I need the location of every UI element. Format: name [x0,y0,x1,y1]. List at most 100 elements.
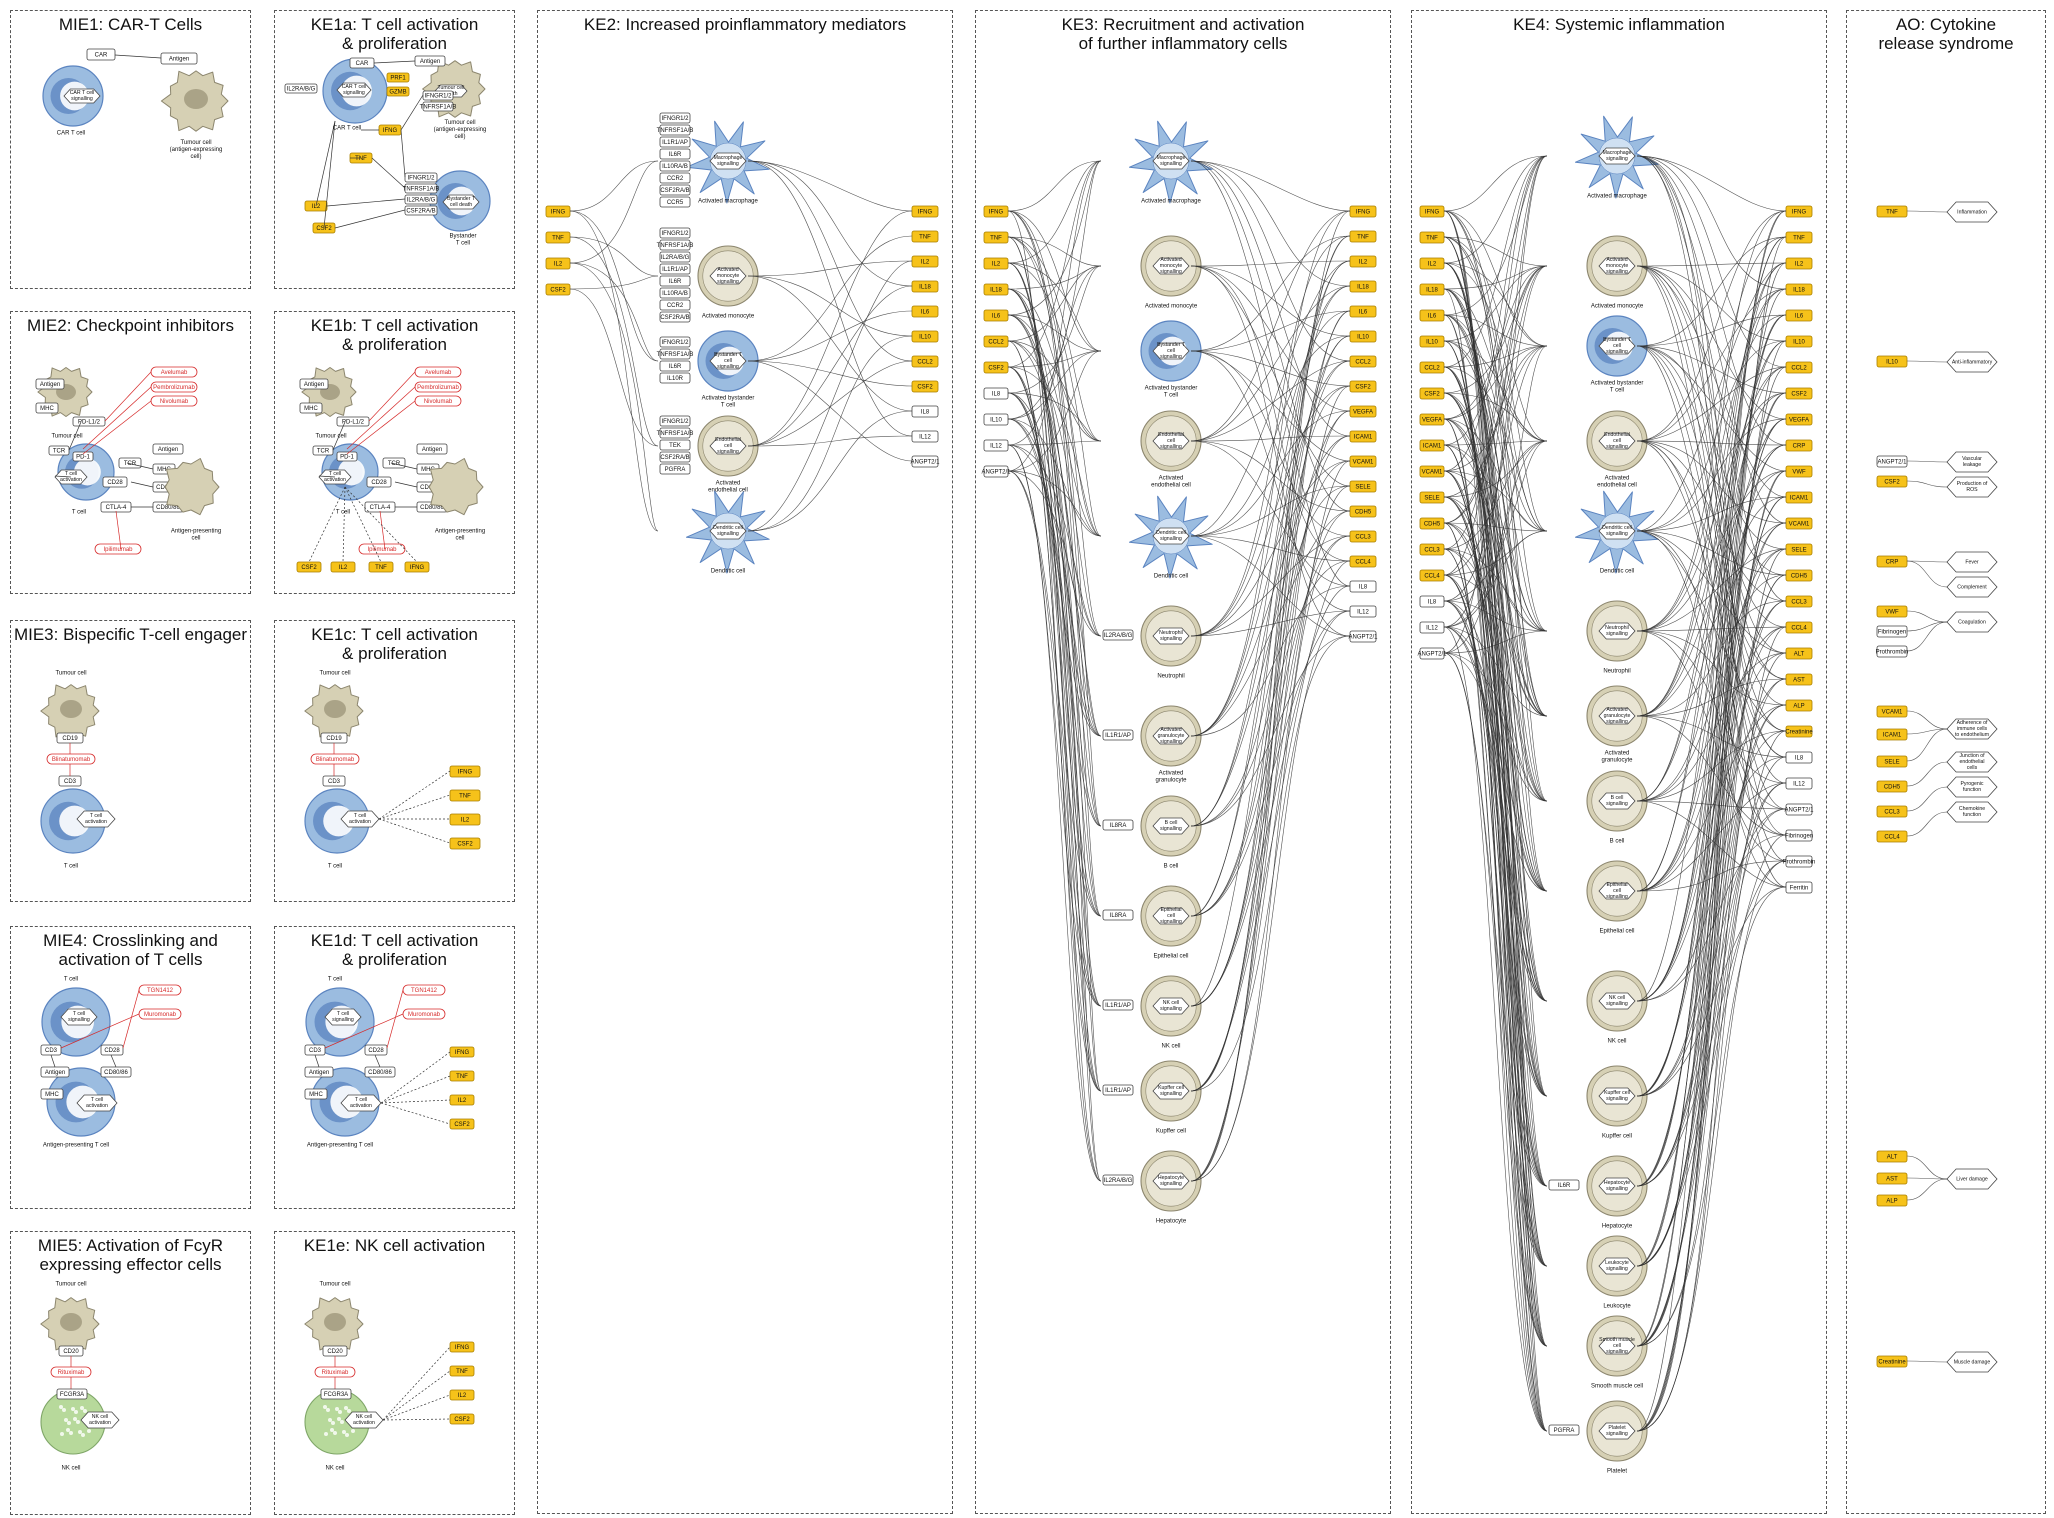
edge-path [747,235,913,362]
receptor-node [659,275,691,287]
mediator-node [983,413,1009,426]
mediator-node [1876,625,1908,638]
edge-path [1636,265,1787,420]
edge-path [1636,314,1787,632]
edge-path [1636,392,1787,892]
mediator-node [911,405,939,418]
cytokine-node-label: VCAM1 [1789,522,1810,528]
edge-path [1443,155,1548,368]
signal-node-label: Coagulation [1958,619,1986,625]
receptor-node [404,205,438,216]
edge-path [1636,210,1787,1002]
edge-path [1636,626,1787,632]
tumour-cell-shape [164,458,220,516]
cytokine-node [1419,439,1445,452]
mediator-node [1785,855,1813,868]
edge-path [1190,485,1351,537]
edge-path [1007,236,1102,637]
cytokine-node [1876,475,1908,488]
edge-path [1906,728,1948,735]
receptor-node-label: PD-1 [340,455,354,461]
receptor-node [299,402,323,414]
receptor-node-label: CSF2RA/B [660,455,689,461]
edge-line [346,386,416,450]
cytokine-node-label: CSF2 [550,288,566,294]
drug-node-label: Muromonab [144,1012,177,1018]
cytokine-node [1349,530,1377,543]
edge-path [1636,345,1787,628]
cytokine-node-label: IL2 [461,818,470,824]
cytokine-node [1419,543,1445,556]
receptor-node [382,457,406,469]
receptor-node [659,287,691,299]
cytokine-node-label: IL2 [458,1098,467,1104]
cytokine-node-label: IL6 [1795,314,1804,320]
receptor-node-label: CD3 [45,1048,58,1054]
edge-path [1443,652,1548,802]
edge-path [1636,808,1787,1097]
signal-node [1946,201,1998,223]
edge-line [400,94,424,131]
receptor-node-label: Antigen [422,447,442,453]
drug-node-label: Avelumab [161,370,188,376]
panel-ke1d: KE1d: T cell activation & proliferation … [274,926,515,1209]
edge-path [1190,265,1351,412]
edge-path [1190,310,1351,352]
panel-title: KE2: Increased proinflammatory mediators [583,15,907,34]
cytokine-node-label: IL2 [458,1393,467,1399]
edge-path [1443,522,1548,1097]
receptor-node-label: MHC [304,406,318,412]
cytokine-node-label: VCAM1 [1882,710,1903,716]
cytokine-node-label: ALP [1793,704,1804,710]
cytokine-node [983,231,1009,244]
receptor-node [284,83,318,94]
edge-path [1636,652,1787,802]
signal-node [1152,257,1190,275]
cytokine-node [330,561,356,573]
mediator-node-label: ANGPT2/1 [1784,808,1814,814]
cytokine-node [1876,830,1908,843]
cytokine-node [449,837,481,850]
edge-path [1007,418,1102,537]
edge-path [1636,730,1787,802]
nk-granule [78,1430,82,1434]
nk-granule [330,1428,334,1432]
edge-path [1190,285,1351,442]
signal-node [324,1008,362,1026]
edge-path [1190,460,1351,1182]
receptor-node-label: IL2RA/B/G [661,255,690,261]
edge-path [1443,265,1548,394]
signal-node [1598,1177,1636,1195]
edge-path [1443,600,1548,1347]
edge-path [1443,236,1548,442]
label-text: Kupffer cell [1156,1129,1186,1135]
edge-path [1190,635,1351,827]
cytokine-node [545,257,571,270]
cytokine-node [983,309,1009,322]
cytokine-node [1876,755,1908,768]
tumour-cell-shape [428,458,484,516]
panel-title: MIE4: Crosslinking and activation of T c… [43,931,218,969]
receptor-node [1102,819,1134,831]
edge-path [1443,262,1548,347]
edge-line [82,400,152,455]
cytokine-node [368,561,394,573]
cytokine-node-label: IFNG [1356,210,1371,216]
edge-path [1636,210,1787,442]
signal-node [1152,727,1190,745]
edge-path [1443,440,1548,654]
cytokine-node-label: IL6 [1359,310,1368,316]
panel-title: MIE1: CAR-T Cells [58,15,203,34]
cytokine-node [545,205,571,218]
cytokine-node [911,205,939,218]
label-text: T cell [336,510,350,516]
receptor-node-label: IL2RA/B/G [1104,633,1133,639]
